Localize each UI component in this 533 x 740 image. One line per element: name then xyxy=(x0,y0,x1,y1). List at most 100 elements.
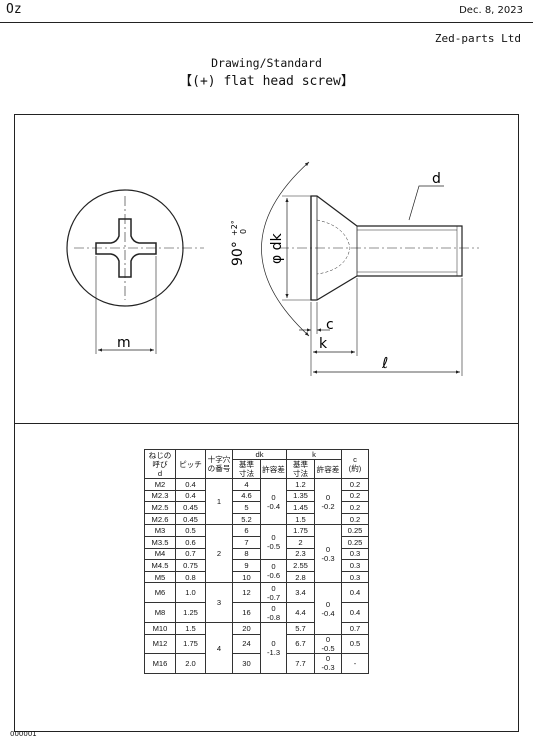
cell-c: 0.3 xyxy=(341,559,369,572)
cell-k: 7.7 xyxy=(286,652,315,674)
cell-dk: 4 xyxy=(232,478,261,491)
cell-nominal: M3.5 xyxy=(144,535,176,549)
header-cross: 十字穴 の番号 xyxy=(205,449,233,479)
cell-cross: 2 xyxy=(205,524,233,584)
cell-c: 0.5 xyxy=(341,633,369,654)
cell-pitch: 1.5 xyxy=(175,622,206,635)
cell-cross: 4 xyxy=(205,622,233,674)
label-m: m xyxy=(117,335,131,351)
cell-cross: 1 xyxy=(205,477,233,526)
cell-k-tolerance: 0-0.3 xyxy=(314,652,342,674)
cell-k: 3.4 xyxy=(286,582,315,604)
cell-nominal: M2.6 xyxy=(144,512,176,526)
header-dk-tolerance: 許容差 xyxy=(260,459,287,479)
label-c: c xyxy=(326,317,334,333)
cell-nominal: M2.5 xyxy=(144,501,176,514)
header-k: k xyxy=(286,449,342,460)
cell-dk: 6 xyxy=(232,524,261,537)
cell-pitch: 0.4 xyxy=(175,478,206,491)
cell-pitch: 1.75 xyxy=(175,633,206,654)
cell-nominal: M10 xyxy=(144,622,176,635)
cell-cross: 3 xyxy=(205,582,233,624)
cell-dk: 9 xyxy=(232,559,261,572)
cell-nominal: M6 xyxy=(144,582,176,604)
cell-c: 0.4 xyxy=(341,582,369,604)
cell-k: 1.45 xyxy=(286,501,315,514)
cell-c: 0.7 xyxy=(341,622,369,635)
header-nominal: ねじの 呼び d xyxy=(144,449,176,479)
cell-k: 6.7 xyxy=(286,633,315,654)
cell-c: 0.4 xyxy=(341,602,369,624)
screw-side-outline xyxy=(310,195,463,301)
document-title: Drawing/Standard xyxy=(211,56,322,70)
header-dk: dk xyxy=(232,449,287,460)
cross-recess xyxy=(95,218,157,278)
cell-k-tolerance: 0-0.5 xyxy=(314,633,342,654)
cell-dk-tolerance: 0-0.4 xyxy=(260,477,287,526)
cell-dk: 30 xyxy=(232,652,261,674)
cell-nominal: M3 xyxy=(144,524,176,537)
header-c: c (約) xyxy=(341,449,369,479)
cell-pitch: 0.45 xyxy=(175,512,206,526)
label-angle: 90° xyxy=(230,241,246,266)
cell-c: 0.3 xyxy=(341,547,369,561)
cell-dk: 12 xyxy=(232,582,261,604)
cell-c: 0.25 xyxy=(341,524,369,537)
cell-nominal: M2 xyxy=(144,478,176,491)
cell-c: 0.25 xyxy=(341,535,369,549)
header-k-tolerance: 許容差 xyxy=(314,459,342,479)
company-name: Zed-parts Ltd xyxy=(434,32,521,45)
label-angle-tol-lower: 0 xyxy=(239,229,248,234)
frame-divider xyxy=(14,423,519,424)
cell-nominal: M2.3 xyxy=(144,489,176,503)
cell-pitch: 1.25 xyxy=(175,602,206,624)
cell-dk-tolerance: 0-0.6 xyxy=(260,559,287,584)
cell-k: 4.4 xyxy=(286,602,315,624)
cell-pitch: 0.6 xyxy=(175,535,206,549)
cell-c: - xyxy=(341,652,369,674)
cell-nominal: M4.5 xyxy=(144,559,176,572)
cell-dk-tolerance: 0-0.5 xyxy=(260,524,287,561)
cell-c: 0.3 xyxy=(341,570,369,584)
cell-pitch: 2.0 xyxy=(175,652,206,674)
dimension-table: ねじの 呼び d ピッチ 十字穴 の番号 dk k c (約) 基準寸法 許容差… xyxy=(144,449,369,674)
cell-k: 2.55 xyxy=(286,559,315,572)
dim-angle-arc xyxy=(261,161,310,337)
cell-c: 0.2 xyxy=(341,489,369,503)
cell-k-tolerance: 0-0.4 xyxy=(314,582,342,635)
cell-nominal: M16 xyxy=(144,652,176,674)
cell-nominal: M5 xyxy=(144,570,176,584)
cell-k: 1.5 xyxy=(286,512,315,526)
cell-dk: 10 xyxy=(232,570,261,584)
cell-nominal: M12 xyxy=(144,633,176,654)
cell-k: 2 xyxy=(286,535,315,549)
cell-c: 0.2 xyxy=(341,512,369,526)
cell-k: 1.2 xyxy=(286,478,315,491)
header-pitch: ピッチ xyxy=(175,449,206,479)
cell-dk: 20 xyxy=(232,622,261,635)
cell-dk: 24 xyxy=(232,633,261,654)
cell-k-tolerance: 0-0.3 xyxy=(314,524,342,584)
header-date: Dec. 8, 2023 xyxy=(459,5,523,16)
cell-dk: 5 xyxy=(232,501,261,514)
cell-pitch: 0.5 xyxy=(175,524,206,537)
cell-pitch: 0.8 xyxy=(175,570,206,584)
cell-dk-tolerance: 0-0.8 xyxy=(260,602,287,624)
cell-k: 1.35 xyxy=(286,489,315,503)
cell-pitch: 0.75 xyxy=(175,559,206,572)
screw-drawing: m d φ dk 90° +2° 0 c k ℓ xyxy=(66,161,479,376)
label-d: d xyxy=(432,171,441,187)
cell-pitch: 0.45 xyxy=(175,501,206,514)
